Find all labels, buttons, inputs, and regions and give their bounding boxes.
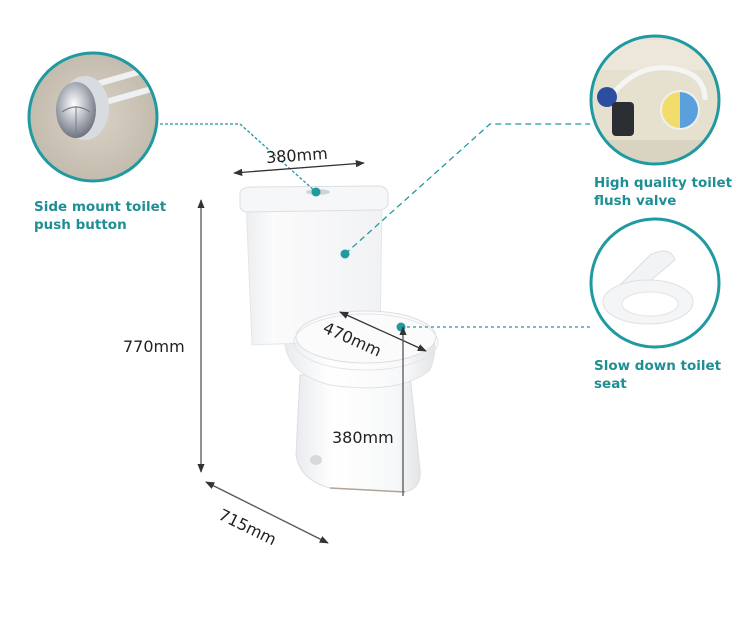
total-height-label: 770mm <box>123 337 185 356</box>
caption-line: Side mount toilet <box>34 199 167 215</box>
seat-height-label: 380mm <box>332 428 394 447</box>
dimension-lines <box>197 159 427 544</box>
caption-line: Slow down toilet seat <box>594 358 722 392</box>
caption-line: push button <box>34 217 127 233</box>
flush-valve-marker <box>340 249 350 259</box>
flush-valve-photo <box>589 34 721 166</box>
flush-valve-caption: High quality toilet flush valve <box>594 174 732 210</box>
toilet-seat-caption: Slow down toilet seat <box>594 357 750 393</box>
caption-line: flush valve <box>594 193 677 209</box>
toilet-seat-photo <box>589 217 721 349</box>
push-button-marker <box>311 187 321 197</box>
toilet-seat-marker <box>396 322 406 332</box>
push-button-photo <box>27 51 159 183</box>
caption-line: High quality toilet <box>594 175 733 191</box>
push-button-caption: Side mount toilet push button <box>34 198 166 234</box>
